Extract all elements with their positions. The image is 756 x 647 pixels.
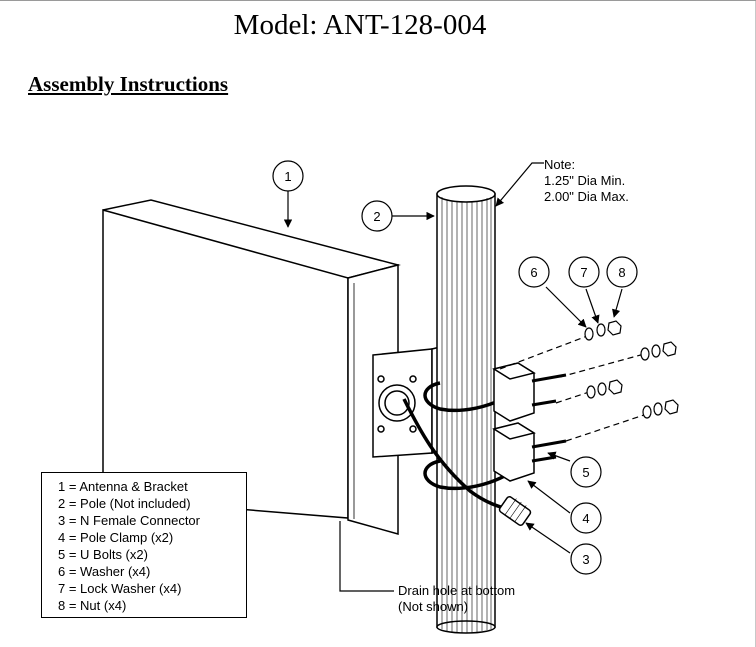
- legend-item: 4 = Pole Clamp (x2): [58, 530, 174, 545]
- pole-clamps: [492, 362, 536, 482]
- leader-lines: [283, 162, 623, 592]
- callout-4-label: 4: [582, 511, 589, 526]
- callout-8-label: 8: [618, 265, 625, 280]
- callout-4: 4: [570, 502, 602, 534]
- callout-3-label: 3: [582, 552, 589, 567]
- legend-item: 2 = Pole (Not included): [58, 496, 191, 511]
- callout-2-label: 2: [373, 209, 380, 224]
- section-heading: Assembly Instructions: [28, 72, 229, 96]
- note-line-1: Note:: [544, 157, 576, 172]
- callouts: 1 2 6 7 8 5 4: [272, 160, 638, 575]
- hardware-set-4: [642, 399, 679, 419]
- pole: [436, 185, 496, 634]
- callout-7: 7: [568, 256, 600, 288]
- callout-3: 3: [570, 543, 602, 575]
- bolt-ends: [531, 373, 567, 463]
- legend-item: 1 = Antenna & Bracket: [58, 479, 188, 494]
- parts-legend: 1 = Antenna & Bracket 2 = Pole (Not incl…: [41, 472, 247, 618]
- assembly-lines: [499, 334, 651, 442]
- page-title: Model: ANT-128-004: [233, 9, 487, 41]
- drain-hole-note: Drain hole at bottom (Not shown): [398, 583, 515, 615]
- callout-8: 8: [606, 256, 638, 288]
- legend-item: 3 = N Female Connector: [58, 513, 200, 528]
- drain-line-2: (Not shown): [398, 599, 469, 614]
- hardware-sets: [584, 320, 679, 419]
- legend-item: 8 = Nut (x4): [58, 598, 127, 613]
- hardware-set-1: [584, 320, 622, 341]
- callout-2: 2: [361, 200, 393, 232]
- drain-line-1: Drain hole at bottom: [398, 583, 516, 598]
- note-line-3: 2.00" Dia Max.: [544, 189, 629, 204]
- note-line-2: 1.25" Dia Min.: [544, 173, 626, 188]
- callout-1-label: 1: [284, 169, 291, 184]
- legend-item: 5 = U Bolts (x2): [58, 547, 148, 562]
- hardware-set-2: [640, 341, 677, 361]
- callout-1: 1: [272, 160, 304, 192]
- callout-6-label: 6: [530, 265, 537, 280]
- callout-5-label: 5: [582, 465, 589, 480]
- legend-item: 7 = Lock Washer (x4): [58, 581, 182, 596]
- callout-5: 5: [570, 456, 602, 488]
- pole-diameter-note: Note: 1.25" Dia Min. 2.00" Dia Max.: [544, 157, 629, 205]
- callout-6: 6: [518, 256, 550, 288]
- legend-item: 6 = Washer (x4): [58, 564, 151, 579]
- n-connector: [498, 496, 532, 526]
- hardware-set-3: [586, 379, 623, 399]
- callout-7-label: 7: [580, 265, 587, 280]
